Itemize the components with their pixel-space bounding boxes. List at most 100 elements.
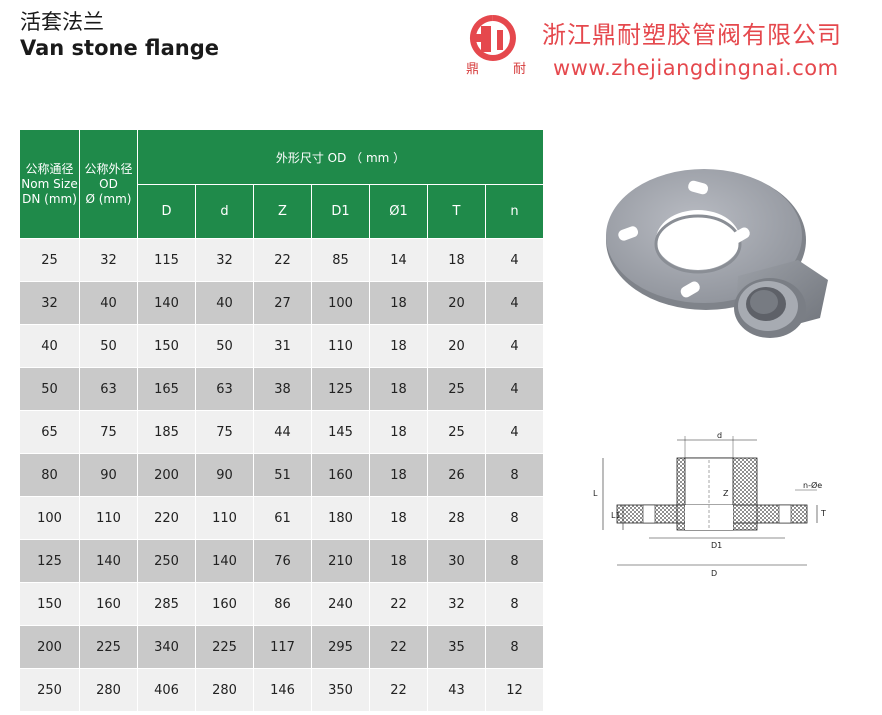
table-cell: 14	[369, 238, 428, 282]
table-cell: 75	[79, 410, 138, 454]
table-cell: 61	[253, 496, 312, 540]
table-cell: 86	[253, 582, 312, 626]
table-cell: 350	[311, 668, 370, 712]
table-cell: 38	[253, 367, 312, 411]
table-cell: 8	[484, 582, 545, 626]
table-cell: 18	[369, 281, 428, 325]
table-cell: 225	[79, 625, 138, 669]
table-cell: 160	[79, 582, 138, 626]
table-cell: 220	[137, 496, 196, 540]
header-dim-2: Z	[253, 184, 312, 239]
table-cell: 32	[427, 582, 486, 626]
table-cell: 65	[19, 410, 80, 454]
table-cell: 40	[19, 324, 80, 368]
flange-technical-drawing: d L L1 Z n-Øe T D1 D	[593, 431, 826, 578]
table-cell: 140	[79, 539, 138, 583]
company-logo-icon	[470, 15, 516, 61]
header-dim-5: T	[427, 184, 486, 239]
table-cell: 40	[195, 281, 254, 325]
table-cell: 150	[137, 324, 196, 368]
table-cell: 4	[484, 281, 545, 325]
table-cell: 50	[79, 324, 138, 368]
table-cell: 110	[79, 496, 138, 540]
table-cell: 285	[137, 582, 196, 626]
table-cell: 50	[195, 324, 254, 368]
header-dimensions-group: 外形尺寸 OD （ mm ）	[136, 129, 545, 185]
table-cell: 32	[19, 281, 80, 325]
table-cell: 210	[311, 539, 370, 583]
table-cell: 63	[195, 367, 254, 411]
table-cell: 75	[195, 410, 254, 454]
table-cell: 8	[484, 453, 545, 497]
table-cell: 80	[19, 453, 80, 497]
table-cell: 250	[137, 539, 196, 583]
table-cell: 26	[427, 453, 486, 497]
table-cell: 18	[369, 367, 428, 411]
table-cell: 165	[137, 367, 196, 411]
spec-table: 公称通径 Nom Size DN (mm) 公称外径 OD Ø (mm) 外形尺…	[19, 129, 545, 712]
table-cell: 140	[137, 281, 196, 325]
header-dim-1: d	[195, 184, 254, 239]
table-cell: 30	[427, 539, 486, 583]
logo-char-1: 鼎	[466, 62, 480, 77]
table-cell: 125	[19, 539, 80, 583]
table-cell: 18	[369, 539, 428, 583]
table-cell: 50	[19, 367, 80, 411]
table-cell: 117	[253, 625, 312, 669]
table-cell: 18	[427, 238, 486, 282]
table-cell: 8	[484, 496, 545, 540]
table-cell: 32	[79, 238, 138, 282]
dim-label-D1: D1	[711, 541, 722, 550]
table-cell: 18	[369, 453, 428, 497]
header-od: 公称外径 OD Ø (mm)	[79, 129, 138, 239]
table-cell: 4	[484, 324, 545, 368]
dim-label-d: d	[717, 431, 722, 440]
table-cell: 125	[311, 367, 370, 411]
table-cell: 32	[195, 238, 254, 282]
header-dim-0: D	[137, 184, 196, 239]
table-cell: 28	[427, 496, 486, 540]
table-cell: 22	[369, 668, 428, 712]
table-cell: 185	[137, 410, 196, 454]
table-cell: 280	[79, 668, 138, 712]
table-cell: 20	[427, 324, 486, 368]
table-cell: 8	[484, 625, 545, 669]
page-title-cn: 活套法兰	[20, 10, 104, 34]
table-cell: 25	[427, 410, 486, 454]
header-dim-6: n	[484, 184, 545, 239]
table-cell: 90	[79, 453, 138, 497]
table-cell: 12	[484, 668, 545, 712]
table-cell: 85	[311, 238, 370, 282]
dim-label-T: T	[820, 509, 826, 518]
table-cell: 110	[311, 324, 370, 368]
table-cell: 90	[195, 453, 254, 497]
table-cell: 280	[195, 668, 254, 712]
dim-label-D: D	[711, 569, 717, 578]
table-cell: 100	[311, 281, 370, 325]
table-cell: 406	[137, 668, 196, 712]
table-cell: 145	[311, 410, 370, 454]
table-cell: 250	[19, 668, 80, 712]
table-cell: 18	[369, 324, 428, 368]
table-cell: 4	[484, 410, 545, 454]
table-cell: 25	[427, 367, 486, 411]
dim-label-L: L	[593, 489, 598, 498]
table-cell: 146	[253, 668, 312, 712]
table-cell: 43	[427, 668, 486, 712]
table-cell: 8	[484, 539, 545, 583]
table-cell: 110	[195, 496, 254, 540]
table-cell: 340	[137, 625, 196, 669]
table-cell: 18	[369, 410, 428, 454]
flange-photo	[606, 169, 828, 338]
table-cell: 20	[427, 281, 486, 325]
table-cell: 225	[195, 625, 254, 669]
page-title-en: Van stone flange	[20, 36, 219, 60]
table-cell: 115	[137, 238, 196, 282]
dim-label-Z: Z	[723, 489, 729, 498]
